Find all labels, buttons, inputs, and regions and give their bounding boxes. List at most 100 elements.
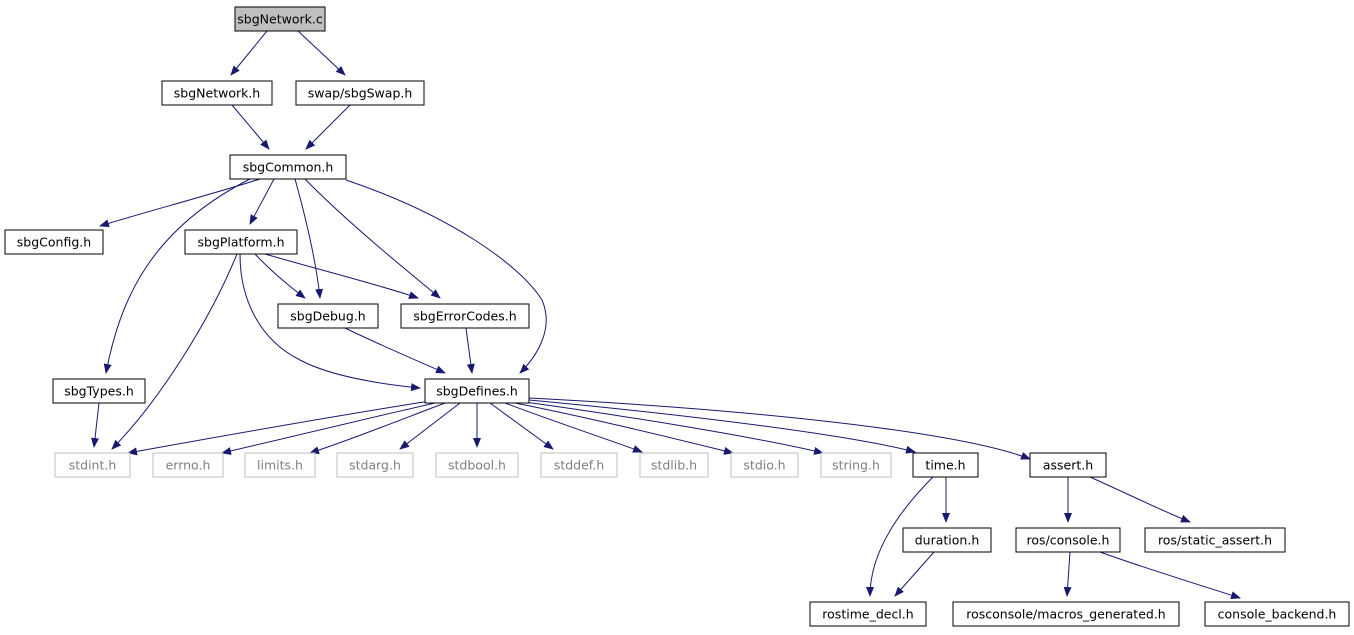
node-label: stdlib.h (651, 458, 697, 473)
node-box (4, 229, 104, 255)
node-sbgErrorCodes_h[interactable]: sbgErrorCodes.h (400, 303, 530, 329)
node-stdio_h: stdio.h (730, 452, 799, 478)
node-sbgPlatform_h[interactable]: sbgPlatform.h (184, 229, 298, 255)
node-sbgDefines_h[interactable]: sbgDefines.h (424, 378, 530, 404)
edge-sbgDefines_h-to-stdarg_h (399, 402, 461, 450)
node-box (1204, 601, 1350, 627)
node-assert_h[interactable]: assert.h (1029, 452, 1107, 478)
node-stdint_h: stdint.h (54, 452, 131, 478)
edge-sbgDefines_h-to-assert_h (528, 397, 1031, 460)
node-label: sbgCommon.h (243, 160, 334, 175)
edge-sbgDefines_h-to-limits_h (309, 402, 446, 455)
edge-sbgDefines_h-to-string_h (524, 401, 824, 455)
node-console_backend_h[interactable]: console_backend.h (1204, 601, 1350, 627)
node-label: swap/sbgSwap.h (308, 86, 413, 101)
edge-sbgNetwork_h-to-sbgCommon_h (231, 104, 270, 150)
edge-sbgCommon_h-to-sbgConfig_h (99, 178, 261, 228)
node-label: sbgDefines.h (436, 384, 518, 399)
node-box (1015, 527, 1121, 553)
edge-sbgDefines_h-to-stdio_h (514, 402, 734, 455)
node-rostime_decl_h[interactable]: rostime_decl.h (809, 601, 927, 627)
edge-sbgDefines_h-to-stdlib_h (504, 402, 643, 453)
node-sbgSwap_h[interactable]: swap/sbgSwap.h (295, 80, 425, 106)
node-label: rostime_decl.h (822, 607, 913, 622)
node-box (820, 452, 892, 478)
edge-sbgDefines_h-to-stdint_h (127, 400, 431, 456)
node-label: ros/static_assert.h (1158, 533, 1272, 548)
node-box (424, 378, 530, 404)
node-box (435, 452, 519, 478)
node-sbgNetwork_c[interactable]: sbgNetwork.c (234, 6, 326, 32)
node-label: stdbool.h (448, 458, 506, 473)
node-box (730, 452, 799, 478)
node-box (1029, 452, 1107, 478)
node-stdarg_h: stdarg.h (336, 452, 414, 478)
node-box (952, 601, 1180, 627)
node-label: stdio.h (743, 458, 785, 473)
node-string_h: string.h (820, 452, 892, 478)
edge-sbgDebug_h-to-sbgDefines_h (344, 327, 446, 374)
node-sbgTypes_h[interactable]: sbgTypes.h (52, 378, 146, 404)
edge-sbgNetwork_c-to-sbgNetwork_h (230, 30, 268, 76)
node-box (1144, 527, 1286, 553)
node-box (277, 303, 379, 329)
edge-sbgCommon_h-to-sbgTypes_h (103, 178, 251, 374)
edge-sbgTypes_h-to-stdint_h (91, 402, 100, 448)
node-box (639, 452, 709, 478)
node-rosconsole_macros_h[interactable]: rosconsole/macros_generated.h (952, 601, 1180, 627)
edge-sbgCommon_h-to-sbgPlatform_h (249, 178, 275, 225)
edge-sbgDefines_h-to-stddef_h (489, 402, 554, 450)
node-label: ros/console.h (1027, 533, 1110, 548)
node-label: sbgPlatform.h (198, 235, 285, 250)
edge-assert_h-to-ros_static_assert_h (1089, 476, 1191, 523)
node-box (400, 303, 530, 329)
node-label: sbgTypes.h (64, 384, 134, 399)
node-ros_console_h[interactable]: ros/console.h (1015, 527, 1121, 553)
node-sbgNetwork_h[interactable]: sbgNetwork.h (161, 80, 273, 106)
node-time_h[interactable]: time.h (912, 452, 979, 478)
node-stddef_h: stddef.h (540, 452, 618, 478)
node-label: sbgErrorCodes.h (413, 309, 516, 324)
node-box (809, 601, 927, 627)
node-sbgDebug_h[interactable]: sbgDebug.h (277, 303, 379, 329)
node-label: sbgNetwork.h (174, 86, 260, 101)
node-box (152, 452, 224, 478)
edge-ros_console_h-to-console_backend_h (1099, 551, 1241, 600)
node-label: sbgConfig.h (17, 235, 91, 250)
node-label: duration.h (915, 533, 980, 548)
node-label: string.h (832, 458, 880, 473)
edge-sbgPlatform_h-to-sbgErrorCodes_h (264, 253, 419, 299)
node-label: errno.h (166, 458, 211, 473)
node-box (161, 80, 273, 106)
node-label: sbgDebug.h (290, 309, 365, 324)
edge-layer (91, 30, 1241, 600)
node-box (234, 6, 326, 32)
edge-sbgPlatform_h-to-sbgDefines_h (239, 253, 421, 392)
node-stdlib_h: stdlib.h (639, 452, 709, 478)
node-label: console_backend.h (1218, 607, 1337, 622)
node-sbgCommon_h[interactable]: sbgCommon.h (229, 154, 347, 180)
node-errno_h: errno.h (152, 452, 224, 478)
node-box (244, 452, 316, 478)
edge-sbgErrorCodes_h-to-sbgDefines_h (465, 327, 475, 374)
node-ros_static_assert_h[interactable]: ros/static_assert.h (1144, 527, 1286, 553)
node-box (295, 80, 425, 106)
node-sbgConfig_h[interactable]: sbgConfig.h (4, 229, 104, 255)
edge-sbgNetwork_c-to-sbgSwap_h (297, 30, 346, 76)
node-label: limits.h (257, 458, 303, 473)
node-stdbool_h: stdbool.h (435, 452, 519, 478)
node-label: sbgNetwork.c (237, 12, 323, 27)
node-label: stddef.h (554, 458, 604, 473)
node-label: stdarg.h (349, 458, 401, 473)
edge-sbgCommon_h-to-sbgErrorCodes_h (304, 178, 441, 299)
edge-sbgSwap_h-to-sbgCommon_h (305, 104, 351, 150)
node-duration_h[interactable]: duration.h (902, 527, 992, 553)
node-box (540, 452, 618, 478)
node-layer: sbgNetwork.c sbgNetwork.h swap/sbgSwap.h sb… (4, 6, 1350, 627)
node-label: stdint.h (69, 458, 117, 473)
node-box (184, 229, 298, 255)
edge-sbgPlatform_h-to-sbgDebug_h (254, 253, 306, 299)
node-limits_h: limits.h (244, 452, 316, 478)
edge-sbgDefines_h-to-time_h (528, 399, 916, 454)
